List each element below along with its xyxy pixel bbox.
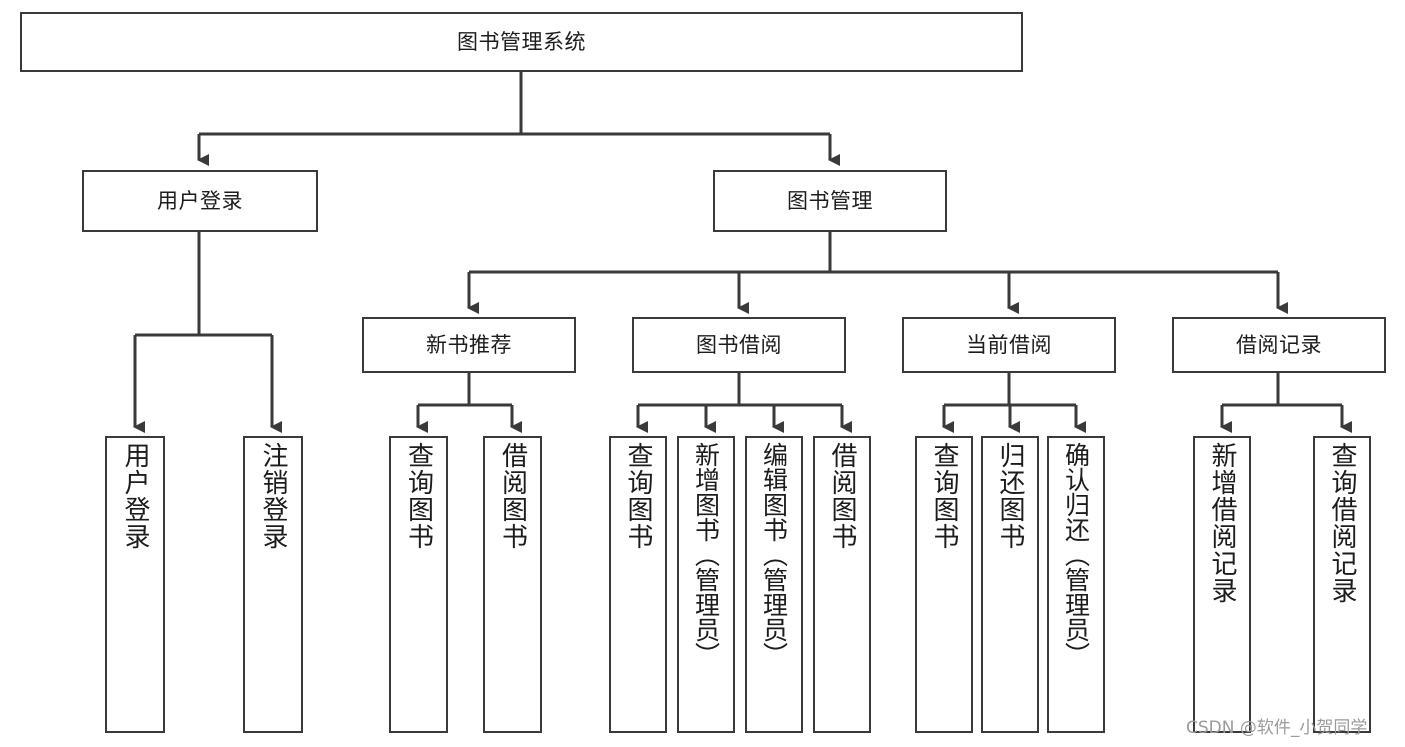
- leaf-recommend-borrow-book[interactable]: 借阅图书: [483, 436, 542, 733]
- node-label: 查询借阅记录: [1327, 442, 1357, 604]
- node-label: 确认归还（管理员）: [1061, 442, 1091, 667]
- leaf-current-return-book[interactable]: 归还图书: [981, 436, 1039, 733]
- node-label: 查询图书: [623, 442, 653, 550]
- csdn-watermark: CSDN @软件_小贺同学: [1186, 718, 1368, 738]
- node-book-borrow[interactable]: 图书借阅: [632, 317, 846, 373]
- node-user-login[interactable]: 用户登录: [82, 170, 318, 232]
- node-label: 归还图书: [995, 442, 1025, 550]
- leaf-borrow-borrow-book[interactable]: 借阅图书: [813, 436, 871, 733]
- node-label: 图书管理系统: [457, 29, 586, 54]
- node-label: 用户登录: [157, 188, 243, 213]
- node-book-management[interactable]: 图书管理: [713, 170, 947, 232]
- node-label: 图书借阅: [696, 332, 782, 357]
- node-label: 查询图书: [929, 442, 959, 550]
- node-root-system[interactable]: 图书管理系统: [20, 12, 1023, 72]
- leaf-user-logout[interactable]: 注销登录: [243, 436, 303, 733]
- leaf-current-query-book[interactable]: 查询图书: [915, 436, 973, 733]
- leaf-recommend-query-book[interactable]: 查询图书: [389, 436, 448, 733]
- leaf-borrow-edit-book-admin[interactable]: 编辑图书（管理员）: [745, 436, 803, 733]
- node-label: 图书管理: [787, 188, 873, 213]
- node-label: 新书推荐: [426, 332, 512, 357]
- node-label: 借阅图书: [497, 442, 528, 550]
- node-label: 编辑图书（管理员）: [759, 442, 789, 667]
- node-label: 借阅记录: [1236, 332, 1322, 357]
- leaf-user-login[interactable]: 用户登录: [105, 436, 165, 733]
- node-label: 借阅图书: [827, 442, 857, 550]
- node-borrow-record[interactable]: 借阅记录: [1172, 317, 1386, 373]
- node-new-book-recommend[interactable]: 新书推荐: [362, 317, 576, 373]
- node-label: 查询图书: [403, 442, 434, 550]
- leaf-borrow-query-book[interactable]: 查询图书: [609, 436, 667, 733]
- leaf-record-add-record[interactable]: 新增借阅记录: [1193, 436, 1251, 733]
- leaf-current-confirm-return-admin[interactable]: 确认归还（管理员）: [1047, 436, 1105, 733]
- node-label: 用户登录: [120, 442, 150, 550]
- node-label: 新增借阅记录: [1207, 442, 1237, 604]
- node-label: 当前借阅: [966, 332, 1052, 357]
- node-label: 注销登录: [258, 442, 288, 550]
- node-label: 新增图书（管理员）: [691, 442, 721, 667]
- leaf-record-query-record[interactable]: 查询借阅记录: [1313, 436, 1371, 733]
- node-current-borrow[interactable]: 当前借阅: [902, 317, 1116, 373]
- leaf-borrow-add-book-admin[interactable]: 新增图书（管理员）: [677, 436, 735, 733]
